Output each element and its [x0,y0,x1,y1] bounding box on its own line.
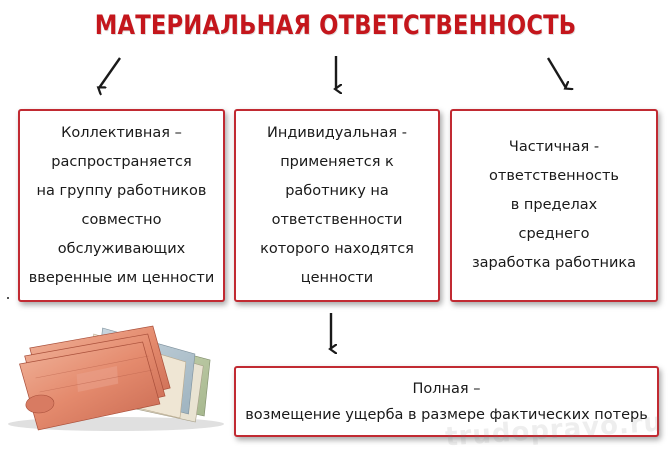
full-liability-box: Полная – возмещение ущерба в размере фак… [234,366,659,437]
individual-liability-text: Индивидуальная - применяется к работнику… [260,124,414,286]
banknotes-illustration [8,325,224,431]
arrow-down-icon [99,57,121,88]
collective-liability-box: Коллективная – распространяется на групп… [18,109,225,302]
diagram-title: МАТЕРИАЛЬНАЯ ОТВЕТСТВЕННОСТЬ [94,10,577,41]
partial-liability-text: Частичная - ответственность в пределах с… [471,139,637,271]
arrow-down-icon [546,57,566,88]
stray-dot [7,297,9,299]
collective-liability-text: Коллективная – распространяется на групп… [28,124,215,286]
full-liability-text: Полная – возмещение ущерба в размере фак… [245,380,648,423]
individual-liability-box: Индивидуальная - применяется к работнику… [234,109,440,302]
partial-liability-box: Частичная - ответственность в пределах с… [450,109,658,302]
